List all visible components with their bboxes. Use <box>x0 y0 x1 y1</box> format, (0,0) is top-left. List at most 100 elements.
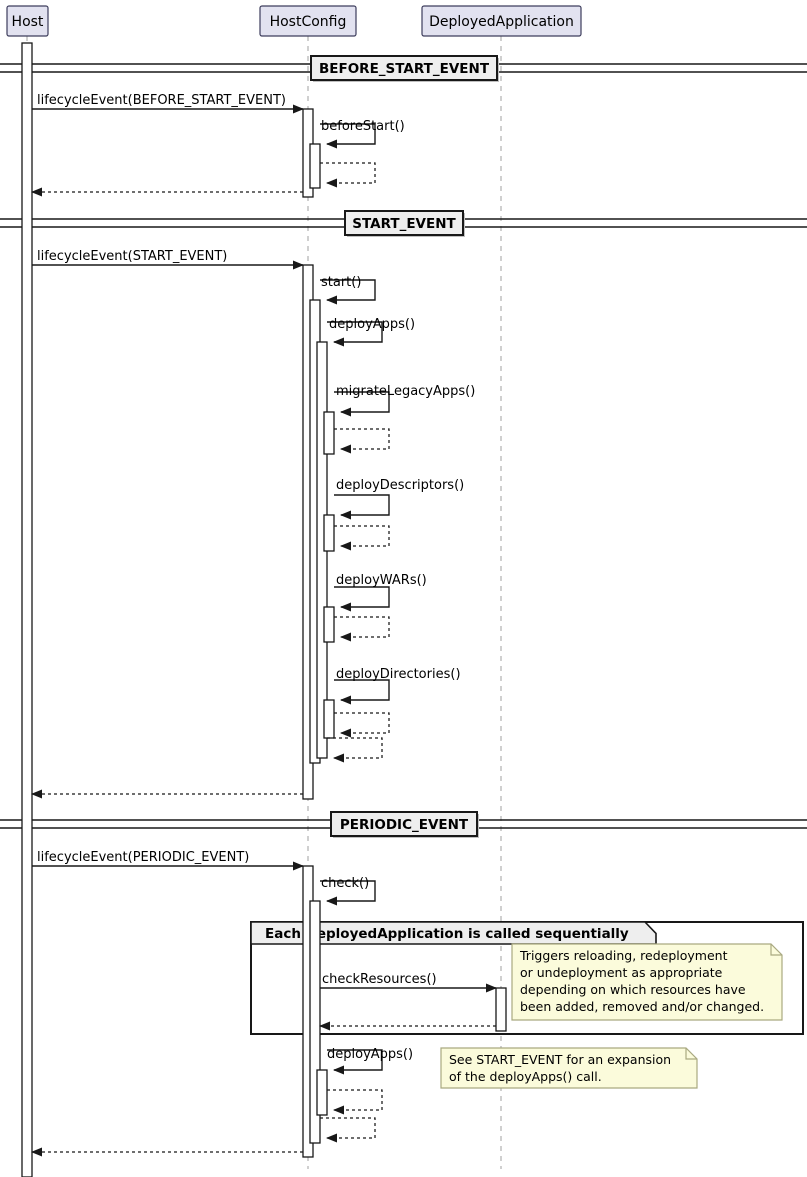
message-m6: start() <box>320 275 376 305</box>
fragment-loop1: Each DeployedApplication is called seque… <box>250 921 804 1035</box>
message-label: lifecycleEvent(START_EVENT) <box>37 249 227 264</box>
message-label: beforeStart() <box>321 119 405 134</box>
note-line: depending on which resources have <box>520 982 746 997</box>
message-m12: deployWARs() <box>334 573 427 612</box>
message-m10: deployDescriptors() <box>334 478 464 520</box>
note-line: of the deployApps() call. <box>449 1069 602 1084</box>
message-label: lifecycleEvent(PERIODIC_EVENT) <box>37 850 249 865</box>
self-message-path <box>334 494 390 520</box>
message-m13 <box>334 616 390 642</box>
participant-box[interactable] <box>259 5 357 37</box>
note-body <box>440 1047 698 1089</box>
divider-label: BEFORE_START_EVENT <box>319 61 490 77</box>
divider-2: PERIODIC_EVENT <box>0 811 807 838</box>
self-message-path <box>320 1117 376 1143</box>
message-label: lifecycleEvent(BEFORE_START_EVENT) <box>37 93 286 108</box>
participant-label: Host <box>12 14 44 30</box>
note-line: Triggers reloading, redeployment <box>519 948 728 963</box>
participant-box[interactable] <box>6 5 49 37</box>
message-label: migrateLegacyApps() <box>336 384 475 399</box>
note-line: See START_EVENT for an expansion <box>449 1052 671 1067</box>
activation-bar-a-hc-3c <box>316 1069 328 1116</box>
activation-bar-a-host-1 <box>21 42 33 1177</box>
message-m3 <box>320 162 376 188</box>
fragment-tab <box>250 921 657 945</box>
participant-box[interactable] <box>421 5 582 37</box>
message-label: check() <box>321 876 369 891</box>
divider-box <box>330 811 478 837</box>
dividers-layer: BEFORE_START_EVENT START_EVENT PERIODIC_EV… <box>0 55 807 838</box>
note-body <box>511 943 783 1021</box>
message-m19: check() <box>320 876 376 906</box>
note-note1: Triggers reloading, redeployment or undep… <box>511 943 783 1021</box>
divider-1: START_EVENT <box>0 210 807 237</box>
message-m18: lifecycleEvent(PERIODIC_EVENT) <box>32 850 304 871</box>
message-m16 <box>327 737 383 763</box>
fragment-label: Each DeployedApplication is called seque… <box>265 926 629 942</box>
self-message-path <box>334 679 390 705</box>
activations-layer <box>21 42 507 1177</box>
message-m11 <box>334 525 390 551</box>
self-message-path <box>334 525 390 551</box>
self-message-path <box>334 712 390 738</box>
activation-bar-a-hc-2e <box>323 514 335 552</box>
message-m5: lifecycleEvent(START_EVENT) <box>32 249 304 270</box>
self-message-path <box>320 279 376 305</box>
message-label: checkResources() <box>322 972 437 987</box>
message-m9 <box>334 428 390 454</box>
activation-bar-a-hc-2d <box>323 411 335 455</box>
message-label: deployDirectories() <box>336 667 461 682</box>
message-label: deployWARs() <box>336 573 427 588</box>
message-m22: deployApps() <box>327 1047 413 1075</box>
message-m7: deployApps() <box>327 317 415 347</box>
divider-box <box>344 210 464 236</box>
note-fold <box>770 944 782 956</box>
message-m8: migrateLegacyApps() <box>334 384 475 417</box>
self-message-path <box>327 737 383 763</box>
divider-label: PERIODIC_EVENT <box>340 817 469 833</box>
message-label: deployApps() <box>329 317 415 332</box>
message-m2: beforeStart() <box>320 119 405 149</box>
self-message-path <box>327 321 383 347</box>
message-m1: lifecycleEvent(BEFORE_START_EVENT) <box>32 93 304 114</box>
message-m23 <box>327 1089 383 1115</box>
message-m20: checkResources() <box>320 972 497 993</box>
message-label: deployApps() <box>327 1047 413 1062</box>
divider-box <box>310 55 498 81</box>
participant-hostconfig[interactable]: HostConfig <box>259 5 357 37</box>
divider-label: START_EVENT <box>352 216 456 232</box>
divider-0: BEFORE_START_EVENT <box>0 55 807 82</box>
self-message-path <box>320 123 376 149</box>
self-message-path <box>327 1089 383 1115</box>
participant-label: DeployedApplication <box>429 14 574 30</box>
messages-layer: lifecycleEvent(BEFORE_START_EVENT)before… <box>31 93 497 1157</box>
self-message-path <box>334 616 390 642</box>
activation-bar-a-hc-1b <box>309 143 321 189</box>
note-note2: See START_EVENT for an expansion of the d… <box>440 1047 698 1089</box>
message-label: start() <box>321 275 361 290</box>
note-line: or undeployment as appropriate <box>520 965 723 980</box>
self-message-path <box>334 391 390 417</box>
lifelines-layer <box>26 36 502 1169</box>
participant-label: HostConfig <box>270 14 347 30</box>
message-m24 <box>320 1117 376 1143</box>
participant-deployedapplication[interactable]: DeployedApplication <box>421 5 582 37</box>
self-message-path <box>334 428 390 454</box>
activation-bar-a-hc-2g <box>323 699 335 739</box>
participant-host[interactable]: Host <box>6 5 49 37</box>
fragments-layer: Each DeployedApplication is called seque… <box>250 921 804 1035</box>
activation-bar-a-da-1 <box>495 987 507 1032</box>
activation-bar-a-hc-2f <box>323 606 335 643</box>
message-label: deployDescriptors() <box>336 478 464 493</box>
note-fold <box>685 1048 697 1060</box>
message-m14: deployDirectories() <box>334 667 461 705</box>
self-message-path <box>320 880 376 906</box>
participants-layer: Host HostConfig DeployedApplication <box>6 5 582 37</box>
message-m15 <box>334 712 390 738</box>
self-message-path <box>334 586 390 612</box>
self-message-path <box>327 1049 383 1075</box>
note-line: been added, removed and/or changed. <box>520 999 764 1014</box>
notes-layer: Triggers reloading, redeployment or undep… <box>440 943 783 1089</box>
